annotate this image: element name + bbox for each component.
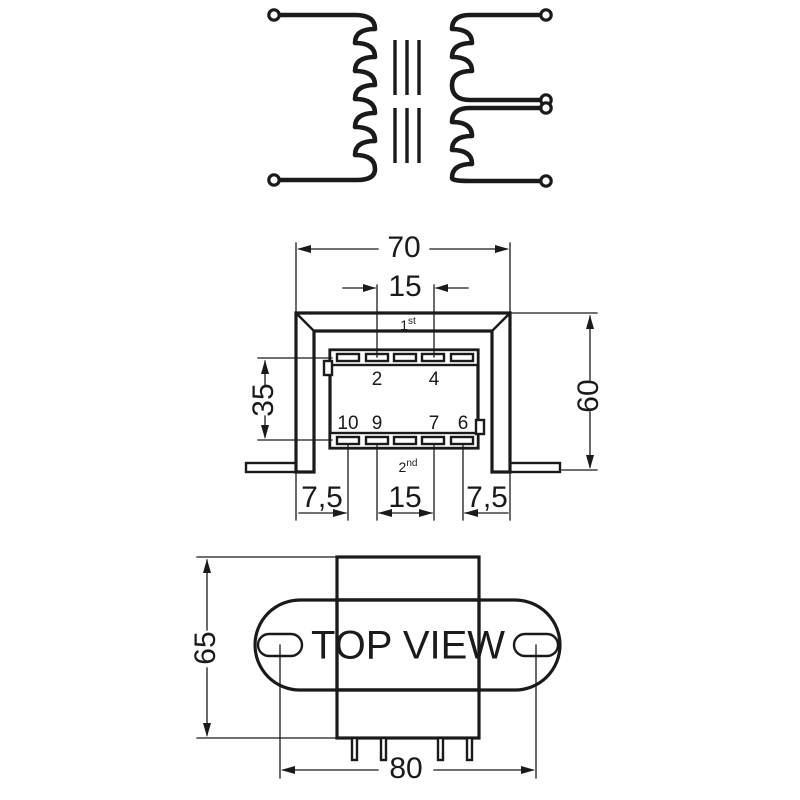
primary-terminal-top (267, 8, 281, 22)
dimension-label-60: 60 (572, 379, 605, 412)
secondary-2-coil-path (449, 105, 548, 184)
dimension-width-70: 70 (295, 231, 511, 314)
arrow-15-bottom-right (419, 509, 433, 517)
secondary-1-terminal-top (539, 8, 553, 22)
primary-coil-path (272, 12, 378, 183)
dimension-label-70: 70 (387, 231, 420, 264)
terminal-slot-bottom-1 (335, 435, 361, 446)
dimension-height-60: 60 (511, 312, 605, 471)
top-view-core-tab-lower (335, 688, 481, 740)
pin-label-6: 6 (458, 413, 469, 434)
transformer-schematic (267, 8, 553, 188)
terminal-slot-top-3 (392, 352, 418, 363)
top-view-pin-3 (436, 736, 445, 762)
bobbin-nub-left (322, 359, 334, 377)
dimension-pitch-top-15: 15 (342, 270, 469, 358)
bobbin-body (322, 348, 486, 450)
pin-label-10: 10 (337, 413, 358, 434)
terminal-slot-bottom-4 (420, 435, 446, 446)
core-shell (294, 311, 512, 474)
bobbin-nub-right (474, 418, 486, 436)
core-group-upper (393, 40, 421, 95)
dimension-label-80: 80 (389, 752, 422, 785)
pin-label-9: 9 (372, 413, 383, 434)
transformer-core (393, 40, 421, 163)
arrow-15-bottom-left (378, 509, 392, 517)
arrow-65-bottom (203, 723, 211, 737)
dimension-label-15-top: 15 (388, 270, 421, 303)
core-group-lower (393, 108, 421, 163)
top-view-pin-2 (379, 736, 388, 762)
terminal-slot-top-1 (335, 352, 361, 363)
arrow-75-left (333, 509, 347, 517)
arrow-60-top (586, 315, 594, 329)
arrow-70-left (297, 245, 311, 253)
terminal-slot-bottom-5 (449, 435, 475, 446)
secondary-2-terminal-top (539, 101, 553, 115)
front-view: 1st 2nd 2 4 10 9 7 6 70 15 (244, 231, 605, 521)
top-view-pin-1 (350, 736, 359, 762)
secondary-winding-2 (449, 101, 553, 188)
dimension-width-80: 80 (279, 644, 537, 785)
arrow-80-right (521, 766, 535, 774)
arrow-35-top (261, 360, 269, 374)
dimension-depth-65: 65 (189, 556, 341, 739)
top-view-core-tab-upper (335, 555, 481, 607)
secondary-order-label: 2nd (399, 458, 418, 475)
arrow-15-top-right (435, 284, 448, 292)
dimension-label-65: 65 (189, 631, 222, 664)
dimension-chain-bottom: 7,5 15 7,5 (295, 443, 511, 521)
pin-label-4: 4 (429, 369, 440, 390)
arrow-60-bottom (586, 455, 594, 469)
primary-winding (267, 8, 378, 187)
dimension-label-75-left: 7,5 (301, 481, 343, 514)
arrow-15-top-left (363, 284, 376, 292)
bobbin-outline (328, 348, 480, 450)
secondary-2-terminal-bottom (539, 174, 553, 188)
dimension-label-75-right: 7,5 (466, 481, 508, 514)
terminal-slots-bottom (335, 435, 475, 446)
terminal-slot-bottom-3 (392, 435, 418, 446)
arrow-35-bottom (261, 425, 269, 439)
arrow-80-left (281, 766, 295, 774)
terminal-slot-top-5 (449, 352, 475, 363)
primary-order-label: 1st (400, 316, 416, 333)
core-chamfer-right (490, 311, 512, 333)
top-view-pin-4 (465, 736, 474, 762)
dimension-rowspacing-35: 35 (247, 357, 333, 441)
arrow-70-right (495, 245, 509, 253)
dimension-label-35: 35 (247, 383, 280, 416)
top-view: TOP VIEW 65 80 (189, 555, 562, 785)
core-chamfer-left (294, 311, 316, 333)
pin-label-2: 2 (372, 369, 383, 390)
dimension-label-15-bottom: 15 (388, 481, 421, 514)
terminal-slot-bottom-2 (364, 435, 390, 446)
top-view-label: TOP VIEW (311, 624, 505, 668)
terminal-slot-top-4 (420, 352, 446, 363)
arrow-75-right (464, 509, 478, 517)
secondary-1-coil-path (449, 12, 548, 103)
terminal-slots-top (335, 352, 475, 363)
arrow-65-top (203, 559, 211, 573)
primary-terminal-bottom (267, 173, 281, 187)
top-view-pins (350, 736, 474, 762)
pin-label-7: 7 (429, 413, 440, 434)
